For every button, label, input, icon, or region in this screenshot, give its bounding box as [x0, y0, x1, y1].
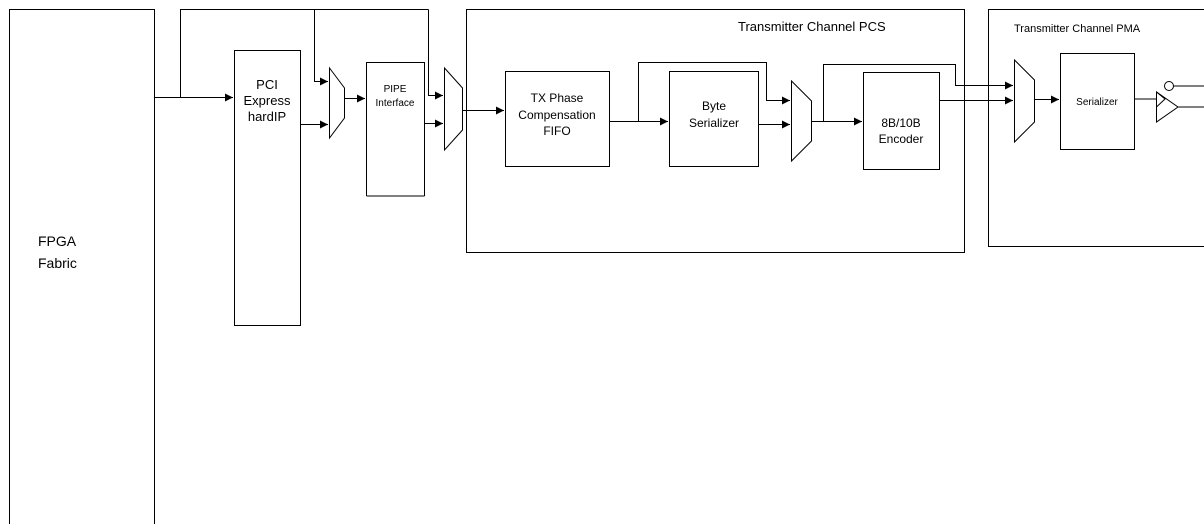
fpga-fabric-block: FPGA Fabric [9, 9, 155, 524]
pci-express-label-line3: hardIP [248, 109, 286, 124]
fpga-fabric-label-line1: FPGA [38, 233, 77, 249]
tx-phase-compensation-fifo-block: TX Phase Compensation FIFO [505, 71, 610, 167]
pipe-interface-block: PIPE Interface [366, 62, 425, 197]
pipe-interface-label-line1: PIPE [384, 84, 407, 95]
output-driver-buffers [1135, 81, 1204, 123]
pma-title: Transmitter Channel PMA [1014, 23, 1141, 35]
tx-fifo-label-line1: TX Phase [531, 91, 584, 105]
tx-fifo-label-line2: Compensation [518, 108, 595, 122]
8b10b-encoder-block: 8B/10B Encoder [863, 72, 940, 170]
pci-express-hardip-block: PCI Express hardIP [234, 50, 301, 326]
byte-serializer-label-line1: Byte [702, 99, 726, 113]
tx-fifo-label-line3: FIFO [543, 124, 570, 138]
fpga-fabric-label-line2: Fabric [38, 255, 77, 271]
transmitter-channel-pcs: Transmitter Channel PCS [466, 9, 965, 253]
pma-serializer-block: Serializer [1060, 53, 1135, 150]
byte-serializer-label-line2: Serializer [689, 116, 739, 130]
byte-serializer-block: Byte Serializer [669, 71, 759, 167]
pci-express-label-line2: Express [244, 93, 291, 108]
pci-express-label-line1: PCI [256, 77, 278, 92]
pipe-interface-label-line2: Interface [376, 98, 415, 109]
encoder-label-line1: 8B/10B [881, 116, 920, 130]
pcs-title: Transmitter Channel PCS [738, 19, 886, 34]
mux-4 [1014, 58, 1035, 144]
mux-3 [791, 79, 812, 163]
pma-serializer-label: Serializer [1076, 97, 1118, 108]
signal-wires [155, 9, 1059, 129]
mux-1 [329, 66, 345, 140]
encoder-label-line2: Encoder [879, 132, 924, 146]
mux-2 [444, 66, 463, 152]
transmitter-channel-pma: Transmitter Channel PMA [988, 9, 1204, 247]
